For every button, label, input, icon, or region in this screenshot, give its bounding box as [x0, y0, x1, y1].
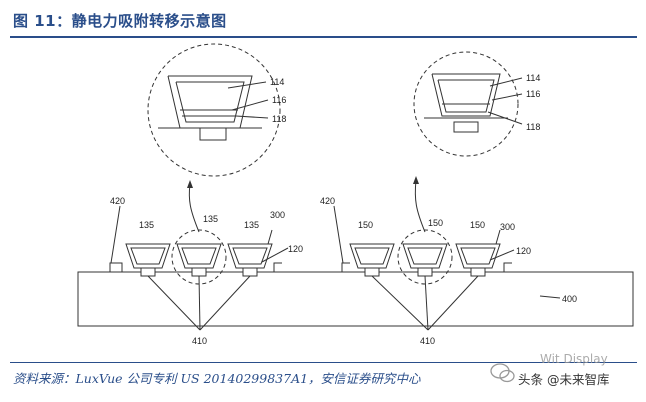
right-transfer-head	[332, 51, 561, 331]
label-114-left: 114	[270, 77, 284, 87]
title-divider	[10, 36, 637, 38]
label-135-c: 135	[244, 220, 259, 230]
label-116-right: 116	[526, 89, 540, 99]
label-410-right: 410	[420, 336, 435, 346]
label-135-a: 135	[139, 220, 154, 230]
label-118-left: 118	[272, 114, 286, 124]
label-400: 400	[562, 294, 577, 304]
label-135-b: 135	[203, 214, 218, 224]
label-410-left: 410	[192, 336, 207, 346]
watermark-chinese: 头条 @未来智库	[518, 372, 610, 387]
label-420-right: 420	[320, 196, 335, 206]
wechat-icon	[490, 363, 515, 383]
label-300-left: 300	[270, 210, 285, 220]
label-120-left: 120	[288, 244, 303, 254]
watermark-english: Wit Display	[540, 352, 608, 366]
figure-title: 图 11：静电力吸附转移示意图	[13, 12, 227, 30]
label-150-b: 150	[428, 218, 443, 228]
label-150-c: 150	[470, 220, 485, 230]
figure-source: 资料来源：LuxVue 公司专利 US 20140299837A1，安信证券研究…	[13, 371, 421, 386]
label-420-left: 420	[110, 196, 125, 206]
label-118-right: 118	[526, 122, 540, 132]
label-120-right: 120	[516, 246, 531, 256]
substrate-block	[77, 271, 634, 327]
label-114-right: 114	[526, 73, 540, 83]
label-116-left: 116	[272, 95, 286, 105]
bottom-divider	[10, 362, 637, 363]
label-150-a: 150	[358, 220, 373, 230]
left-transfer-head	[100, 43, 289, 331]
label-300-right: 300	[500, 222, 515, 232]
